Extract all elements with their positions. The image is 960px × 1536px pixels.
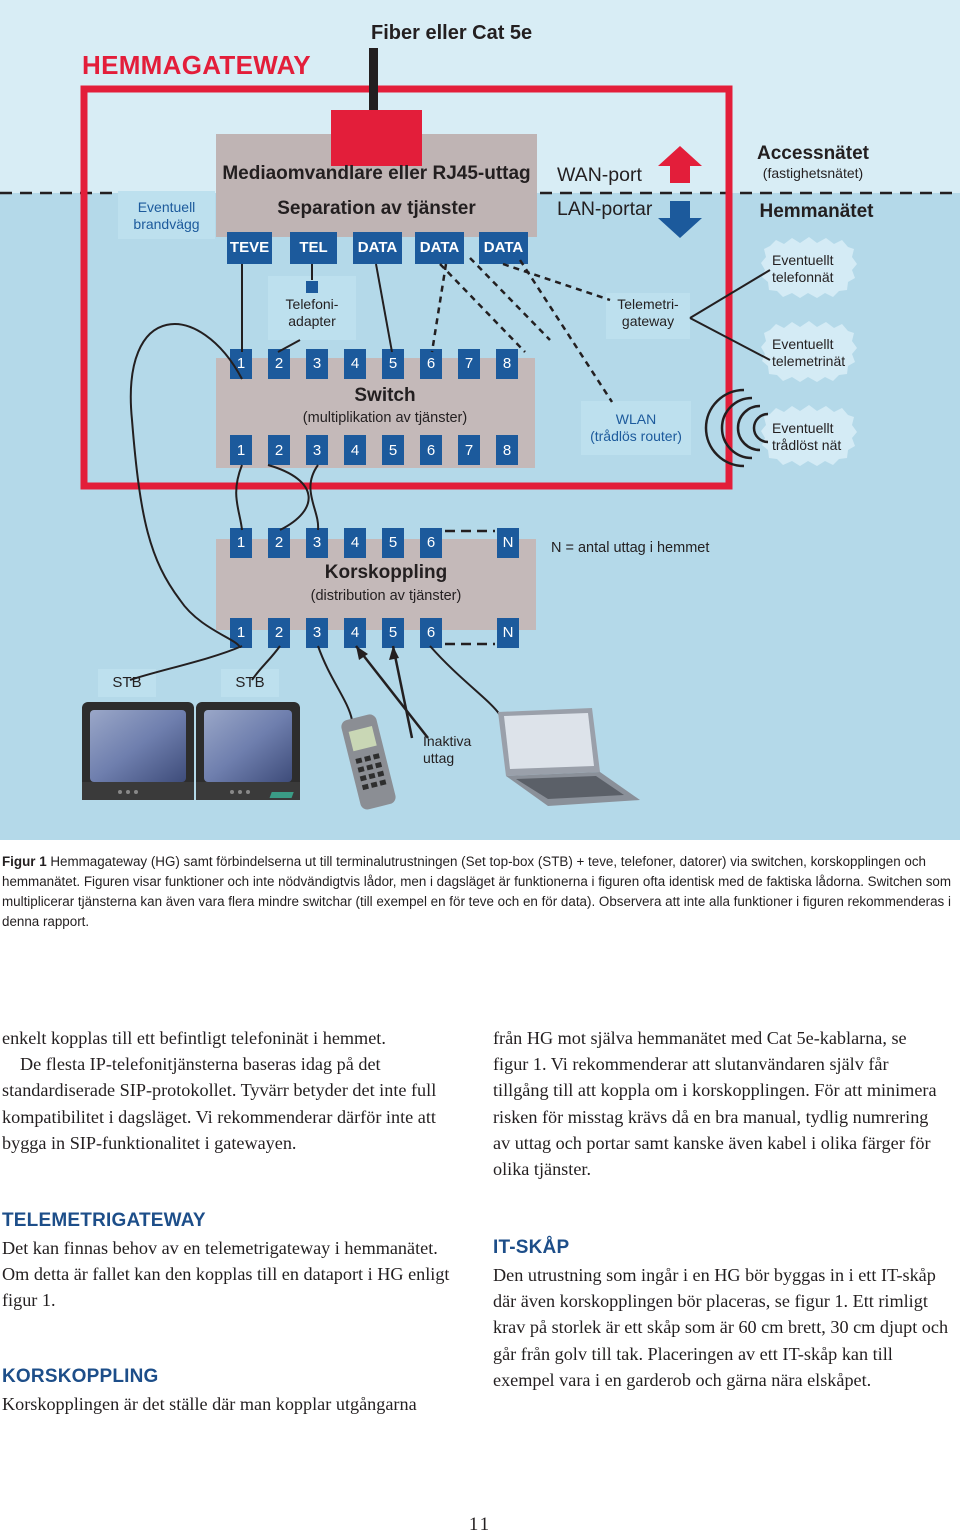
dashed-links <box>430 257 614 403</box>
laptop-icon <box>269 708 640 806</box>
inactive-arrow-2 <box>389 646 399 660</box>
firewall-label: Eventuell brandvägg <box>133 199 200 232</box>
firewall-box <box>118 191 215 239</box>
left-column-top: enkelt kopplas till ett befintligt telef… <box>2 1025 458 1156</box>
wan-up-arrow <box>658 146 702 183</box>
stb-box-2 <box>221 669 279 697</box>
wlan-label: WLAN(trådlös router) <box>590 411 682 444</box>
service-label-tel: TEL <box>299 239 328 256</box>
switch-top-ports <box>230 349 518 379</box>
gateway-frame <box>80 85 733 490</box>
lan-down-arrow <box>658 201 702 238</box>
service-label-teve: TEVE <box>229 239 270 256</box>
tv-1 <box>82 702 194 800</box>
access-net-sub: (fastighetsnätet) <box>762 165 864 181</box>
service-label-data-2: DATA <box>419 239 460 256</box>
wan-port-label: WAN-port <box>557 164 642 186</box>
cloud-wireless-net <box>761 405 857 466</box>
switch-subtitle: (multiplikation av tjänster) <box>302 410 468 426</box>
page-number: 11 <box>468 1514 492 1535</box>
home-net-label: Hemmanätet <box>759 201 874 222</box>
heading-telemetrigateway: TELEMETRIGATEWAY <box>2 1210 206 1231</box>
port-data-1 <box>353 232 402 264</box>
n-note: N = antal uttag i hemmet <box>551 540 710 556</box>
tel-adapter-port <box>306 281 318 293</box>
port-data-2 <box>415 232 464 264</box>
cross-subtitle: (distribution av tjänster) <box>310 588 462 604</box>
network-diagram <box>0 0 960 840</box>
cordless-phone-icon <box>341 714 396 810</box>
cables <box>129 263 771 739</box>
access-net-label: Accessnätet <box>757 143 869 164</box>
right-column-top: från HG mot själva hemmanätet med Cat 5e… <box>493 1025 945 1182</box>
service-ports <box>227 232 528 264</box>
service-label-data-1: DATA <box>357 239 398 256</box>
tv-2 <box>196 702 300 800</box>
service-label-data-3: DATA <box>483 239 524 256</box>
separation-label: Separation av tjänster <box>277 198 476 219</box>
cloud-telephone-net <box>761 237 857 298</box>
cross-connect-top-ports <box>230 528 519 558</box>
port-tel <box>290 232 337 264</box>
heading-korskoppling: KORSKOPPLING <box>2 1366 159 1387</box>
cross-title: Korskoppling <box>324 562 448 583</box>
right-p2: Den utrustning som ingår i en HG bör byg… <box>493 1265 949 1390</box>
left-p1: enkelt kopplas till ett befintligt telef… <box>2 1028 386 1048</box>
caption-label: Figur 1 <box>2 854 47 869</box>
heading-it-skap: IT-SKÅP <box>493 1237 570 1258</box>
caption-text: Hemmagateway (HG) samt förbindelserna ut… <box>2 854 952 929</box>
wlan-box <box>581 401 691 455</box>
port-data-3 <box>479 232 528 264</box>
left-p2: De flesta IP-telefonitjänsterna baseras … <box>2 1054 437 1153</box>
telemetry-gateway-label: Telemetri-gateway <box>617 296 679 329</box>
cloud-telemetry-net <box>761 321 857 382</box>
stb-label-1: STB <box>112 674 142 691</box>
cross-connect-block <box>216 539 536 630</box>
left-p4: Korskopplingen är det ställe där man kop… <box>2 1394 417 1414</box>
lan-ports-label: LAN-portar <box>557 198 653 220</box>
cross-connect-bottom-ports <box>230 618 519 648</box>
left-p3: Det kan finnas behov av en telemetrigate… <box>2 1238 450 1311</box>
fiber-cable <box>369 48 378 114</box>
figure-caption: Figur 1 Hemmagateway (HG) samt förbindel… <box>2 852 952 932</box>
fiber-label: Fiber eller Cat 5e <box>371 22 533 44</box>
stb-box-1 <box>98 669 156 697</box>
tel-adapter-label: Telefoni-adapter <box>285 296 339 329</box>
media-converter-label: Mediaomvandlare eller RJ45-uttag <box>222 163 531 184</box>
wireless-waves-icon <box>704 388 769 468</box>
port-teve <box>227 232 272 264</box>
stb-label-2: STB <box>235 674 265 691</box>
telemetry-gateway-box <box>606 293 690 339</box>
right-p1: från HG mot själva hemmanätet med Cat 5e… <box>493 1028 937 1180</box>
switch-bottom-ports <box>230 435 518 465</box>
gateway-title: HEMMAGATEWAY <box>82 50 311 80</box>
switch-title: Switch <box>354 385 416 406</box>
inactive-arrow-1 <box>356 646 368 660</box>
